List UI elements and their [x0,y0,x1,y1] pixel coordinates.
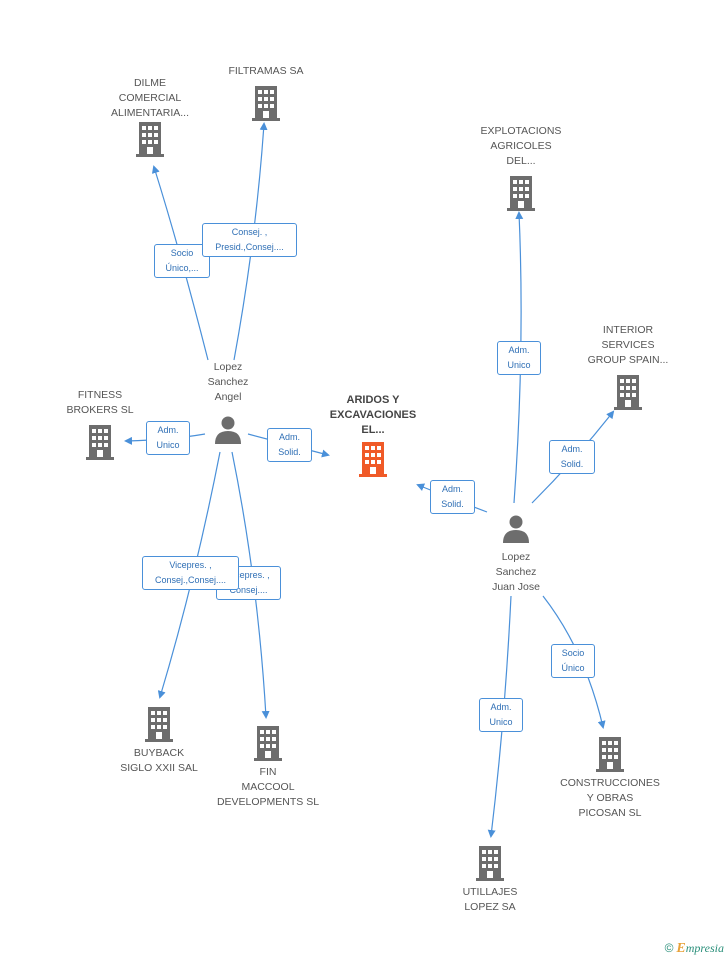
person-label: Lopez Sanchez Angel [207,361,249,403]
person-label: Lopez Sanchez Juan Jose [492,551,540,593]
building-icon [614,375,642,410]
company-label: FIN MACCOOL DEVELOPMENTS SL [216,766,320,808]
building-icon [359,442,387,477]
company-node-interior[interactable]: INTERIOR SERVICES GROUP SPAIN... [572,323,684,410]
building-icon [254,726,282,761]
relation-badge-adm-unico-utillajes[interactable]: Adm. Unico [479,698,523,732]
company-node-dilme[interactable]: DILME COMERCIAL ALIMENTARIA... [100,76,200,157]
relation-badge-socio-unico-dilme[interactable]: Socio Único,... [154,244,210,278]
relation-badge-vicepres-buyback[interactable]: Vicepres. , Consej.,Consej.... [142,556,239,590]
person-node-angel[interactable]: Lopez Sanchez Angel [186,360,270,445]
brand-footer: ©Empresia [665,941,724,957]
relation-badge-adm-unico-explot[interactable]: Adm. Unico [497,341,541,375]
relation-badge-socio-unico-constr[interactable]: Socio Único [551,644,595,678]
relation-badge-adm-solid-angel[interactable]: Adm. Solid. [267,428,312,462]
building-icon [145,707,173,742]
company-label: UTILLAJES LOPEZ SA [462,886,518,913]
company-label: FITNESS BROKERS SL [66,389,134,416]
company-node-construcciones[interactable]: CONSTRUCCIONES Y OBRAS PICOSAN SL [552,736,668,821]
company-label: CONSTRUCCIONES Y OBRAS PICOSAN SL [560,777,660,819]
company-node-explotacions[interactable]: EXPLOTACIONS AGRICOLES DEL... [466,124,576,211]
company-label: DILME COMERCIAL ALIMENTARIA... [111,77,189,119]
person-icon [215,416,241,444]
company-node-buyback[interactable]: BUYBACK SIGLO XXII SAL [104,706,214,776]
brand-logo-initial: E [676,941,686,956]
relation-badge-adm-solid-juan[interactable]: Adm. Solid. [430,480,475,514]
person-icon [503,515,529,543]
person-node-juan-jose[interactable]: Lopez Sanchez Juan Jose [470,514,562,595]
company-label: FILTRAMAS SA [228,65,304,77]
relation-badge-consej-filtramas[interactable]: Consej. , Presid.,Consej.... [202,223,297,257]
company-label: BUYBACK SIGLO XXII SAL [120,747,198,774]
copyright-symbol: © [664,941,674,955]
building-icon [596,737,624,772]
company-label: INTERIOR SERVICES GROUP SPAIN... [587,324,669,366]
building-icon [476,846,504,881]
company-node-filtramas[interactable]: FILTRAMAS SA [216,64,316,121]
building-icon [252,86,280,121]
building-icon [86,425,114,460]
company-node-utillajes[interactable]: UTILLAJES LOPEZ SA [440,845,540,915]
company-node-fin-maccool[interactable]: FIN MACCOOL DEVELOPMENTS SL [210,725,326,810]
building-icon [507,176,535,211]
building-icon [136,122,164,157]
company-label: ARIDOS Y EXCAVACIONES EL... [329,394,417,436]
company-node-aridos-center[interactable]: ARIDOS Y EXCAVACIONES EL... [318,393,428,477]
company-node-fitness[interactable]: FITNESS BROKERS SL [55,388,145,460]
relation-badge-adm-solid-interior[interactable]: Adm. Solid. [549,440,595,474]
company-label: EXPLOTACIONS AGRICOLES DEL... [480,125,562,167]
brand-logo-text: mpresia [685,941,724,955]
relation-badge-adm-unico-fitness[interactable]: Adm. Unico [146,421,190,455]
